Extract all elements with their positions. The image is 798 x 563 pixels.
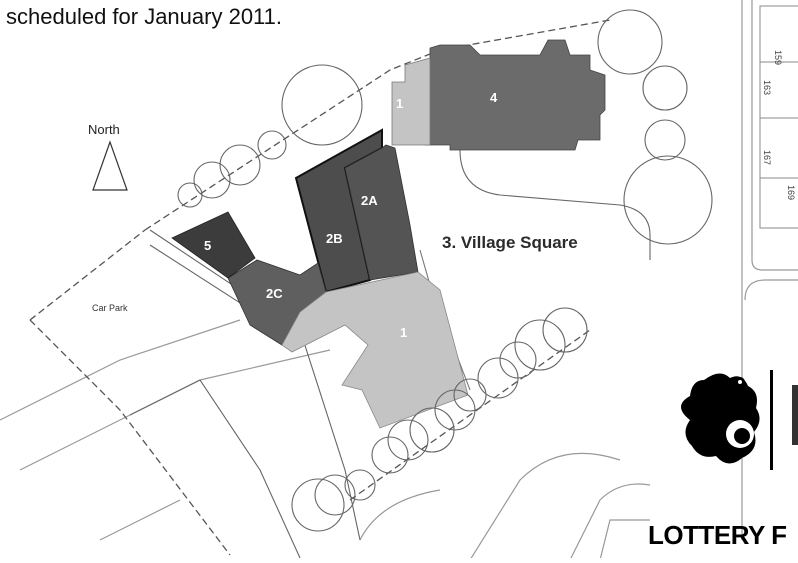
- zone-1-small[interactable]: [391, 57, 431, 146]
- zone-2a[interactable]: [344, 144, 419, 281]
- caption-text: scheduled for January 2011.: [6, 4, 282, 29]
- tree-canopies: [177, 9, 713, 532]
- zone-label-5: 5: [204, 238, 212, 253]
- village-square-label: 3. Village Square: [442, 233, 578, 252]
- zone-label-2b: 2B: [326, 231, 343, 246]
- zone-label-1-small: 1: [396, 96, 404, 111]
- margin-numbers: 159 163 167 169: [762, 50, 796, 200]
- zone-label-1-large: 1: [400, 325, 408, 340]
- margin-number: 167: [762, 150, 772, 165]
- zone-label-2a: 2A: [361, 193, 378, 208]
- zone-5[interactable]: [171, 211, 256, 279]
- zone-label-2c: 2C: [266, 286, 283, 301]
- margin-number: 163: [762, 80, 772, 95]
- zone-1-large[interactable]: [281, 271, 469, 429]
- zone-4[interactable]: [424, 39, 606, 151]
- car-park-label: Car Park: [92, 303, 128, 313]
- zone-label-4: 4: [490, 90, 498, 105]
- lottery-logo-text: LOTTERY F: [648, 520, 787, 550]
- crossed-fingers-icon: [681, 370, 798, 470]
- north-label: North: [88, 122, 120, 137]
- margin-number: 169: [786, 185, 796, 200]
- adjacent-property-boxes: [759, 5, 798, 229]
- margin-number: 159: [773, 50, 783, 65]
- building-zones: [171, 39, 606, 429]
- north-arrow-icon: [92, 140, 128, 191]
- village-square-outline: [459, 149, 651, 260]
